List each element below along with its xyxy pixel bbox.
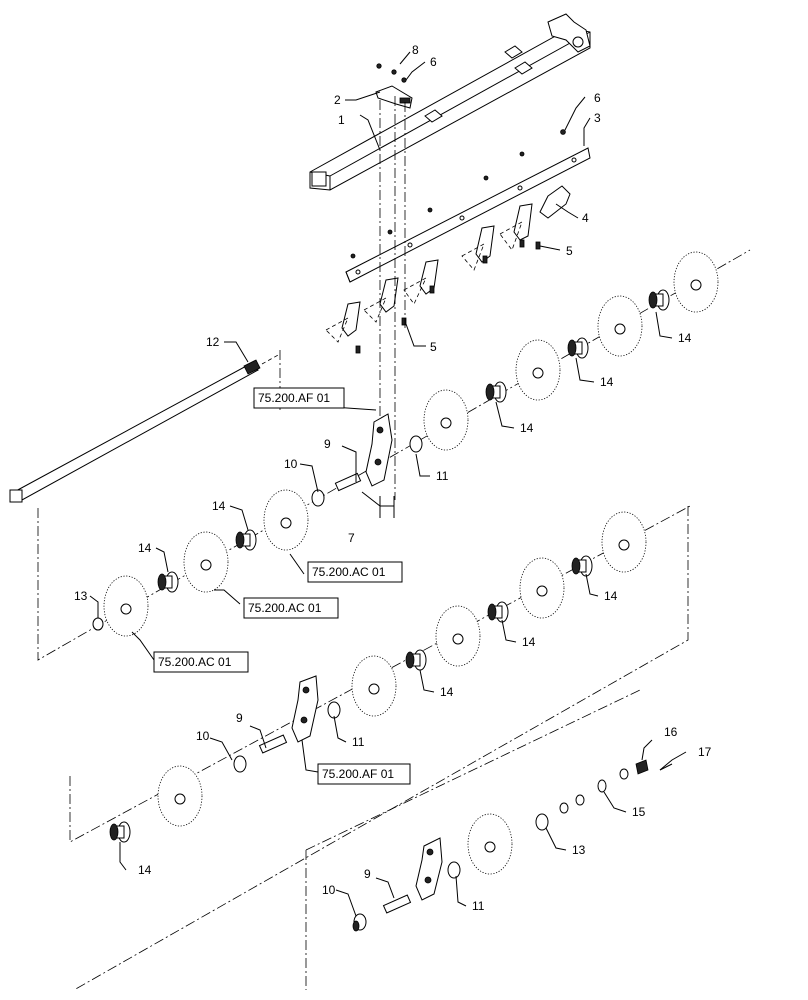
callout-12: 12: [206, 335, 220, 349]
callout-16: 16: [664, 725, 678, 739]
callout-10: 10: [196, 729, 210, 743]
frame-tube: [309, 13, 591, 191]
gang-1-bearing-hanger: [92, 413, 423, 631]
callout-15: 15: [632, 805, 646, 819]
callout-14: 14: [440, 685, 454, 699]
callout-7: 7: [348, 531, 355, 545]
callout-14: 14: [212, 499, 226, 513]
gang-outline-3: [305, 689, 641, 990]
gang-1-spools: [157, 289, 670, 593]
gang-1-discs: [103, 251, 719, 637]
callout-11: 11: [352, 735, 365, 749]
callout-9: 9: [364, 867, 371, 881]
scraper-bar: [345, 147, 591, 283]
callout-5: 5: [566, 244, 573, 258]
reference-boxes: 75.200.AF 01 75.200.AC 01 75.200.AC 01 7…: [153, 387, 411, 785]
callout-13: 13: [572, 843, 586, 857]
callout-3: 3: [594, 111, 601, 125]
gang-2-spools: [109, 555, 593, 843]
callout-14: 14: [138, 541, 152, 555]
callout-17: 17: [698, 745, 712, 759]
callout-14: 14: [600, 375, 614, 389]
callout-10: 10: [284, 457, 298, 471]
gang-outline-2: [69, 505, 691, 991]
reference-label: 75.200.AC 01: [312, 565, 386, 579]
callout-14: 14: [520, 421, 534, 435]
reference-75-200-ac-01[interactable]: 75.200.AC 01: [153, 651, 249, 673]
callout-6: 6: [430, 55, 437, 69]
callout-14: 14: [678, 331, 692, 345]
scraper-bolts: [350, 151, 541, 354]
callout-11: 11: [436, 469, 449, 483]
reference-label: 75.200.AC 01: [248, 601, 322, 615]
callout-9: 9: [236, 711, 243, 725]
callout-2: 2: [334, 93, 341, 107]
reference-75-200-ac-01[interactable]: 75.200.AC 01: [243, 597, 339, 619]
axle-shaft: [9, 353, 281, 503]
callout-6: 6: [594, 91, 601, 105]
callout-9: 9: [324, 437, 331, 451]
reference-label: 75.200.AF 01: [258, 391, 330, 405]
callout-11: 11: [472, 899, 485, 913]
callout-10: 10: [322, 883, 336, 897]
gang-3-parts: [352, 759, 673, 932]
reference-label: 75.200.AF 01: [322, 767, 394, 781]
callout-8: 8: [412, 43, 419, 57]
reference-75-200-af-01[interactable]: 75.200.AF 01: [317, 763, 411, 785]
reference-label: 75.200.AC 01: [158, 655, 232, 669]
callout-14: 14: [138, 863, 152, 877]
callout-1: 1: [338, 113, 345, 127]
callout-5: 5: [430, 340, 437, 354]
scrapers: [325, 185, 571, 343]
alignment-lines: [379, 96, 406, 500]
gang-2-discs: [157, 511, 647, 827]
mounting-bracket: [375, 85, 413, 109]
reference-75-200-ac-01[interactable]: 75.200.AC 01: [307, 561, 403, 583]
reference-75-200-af-01[interactable]: 75.200.AF 01: [253, 387, 345, 409]
callout-14: 14: [522, 635, 536, 649]
callout-13: 13: [74, 589, 88, 603]
callout-labels: 1 2 3 4 5 5 6 6 7 8 9 9 9 10 10 10 11 11…: [74, 43, 712, 913]
leader-lines: [89, 51, 687, 917]
gang-2-bearing-hanger: [233, 675, 341, 773]
callout-14: 14: [604, 589, 618, 603]
callout-4: 4: [582, 211, 589, 225]
